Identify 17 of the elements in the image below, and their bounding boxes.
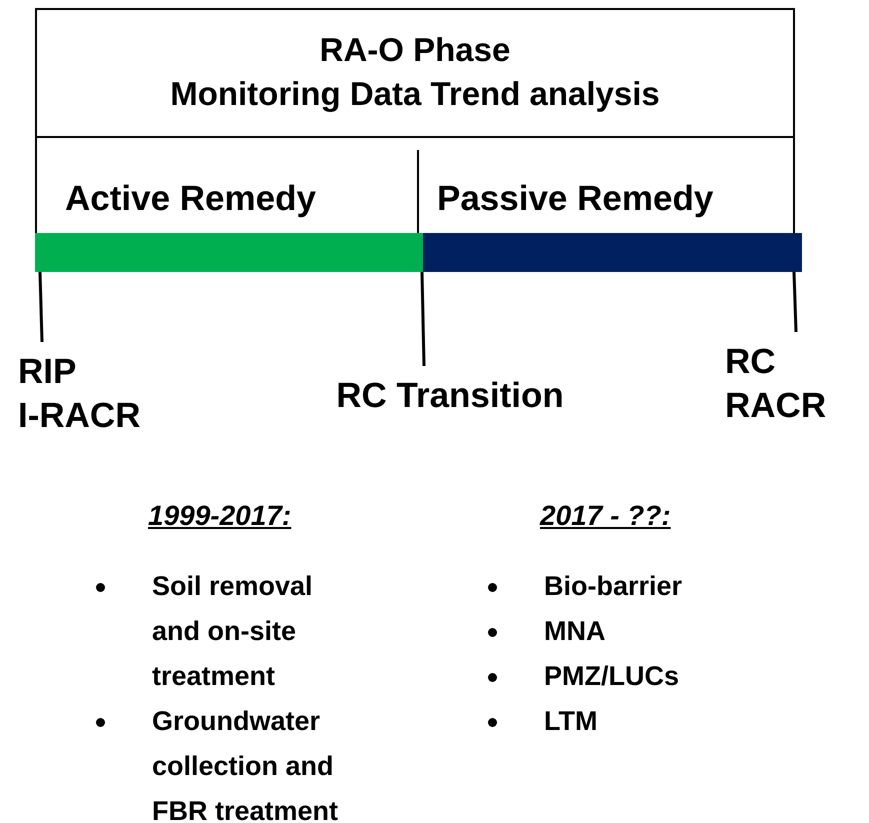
leader-line — [38, 272, 44, 342]
leader-line — [420, 272, 426, 366]
timeline-bar — [423, 233, 802, 272]
bullet-text: MNA — [544, 615, 606, 648]
bullet-text: LTM — [544, 705, 598, 738]
milestone-label: RC Transition — [300, 374, 600, 422]
timeline-bar — [35, 233, 423, 272]
bullet-text: Groundwater collection and FBR treatment — [152, 705, 340, 823]
milestone-label: RIP I-RACR — [18, 350, 178, 446]
bullet-text: PMZ/LUCs — [544, 660, 680, 693]
period-heading: 1999-2017: — [148, 500, 292, 532]
leader-line — [792, 272, 798, 332]
title-box: RA-O Phase Monitoring Data Trend analysis — [35, 8, 795, 138]
milestone-label: RC RACR — [725, 340, 865, 436]
period-heading: 2017 - ??: — [540, 500, 671, 532]
bullet-text: Soil removal and on-site treatment — [152, 570, 314, 693]
bullet-text: Bio-barrier — [544, 570, 684, 603]
